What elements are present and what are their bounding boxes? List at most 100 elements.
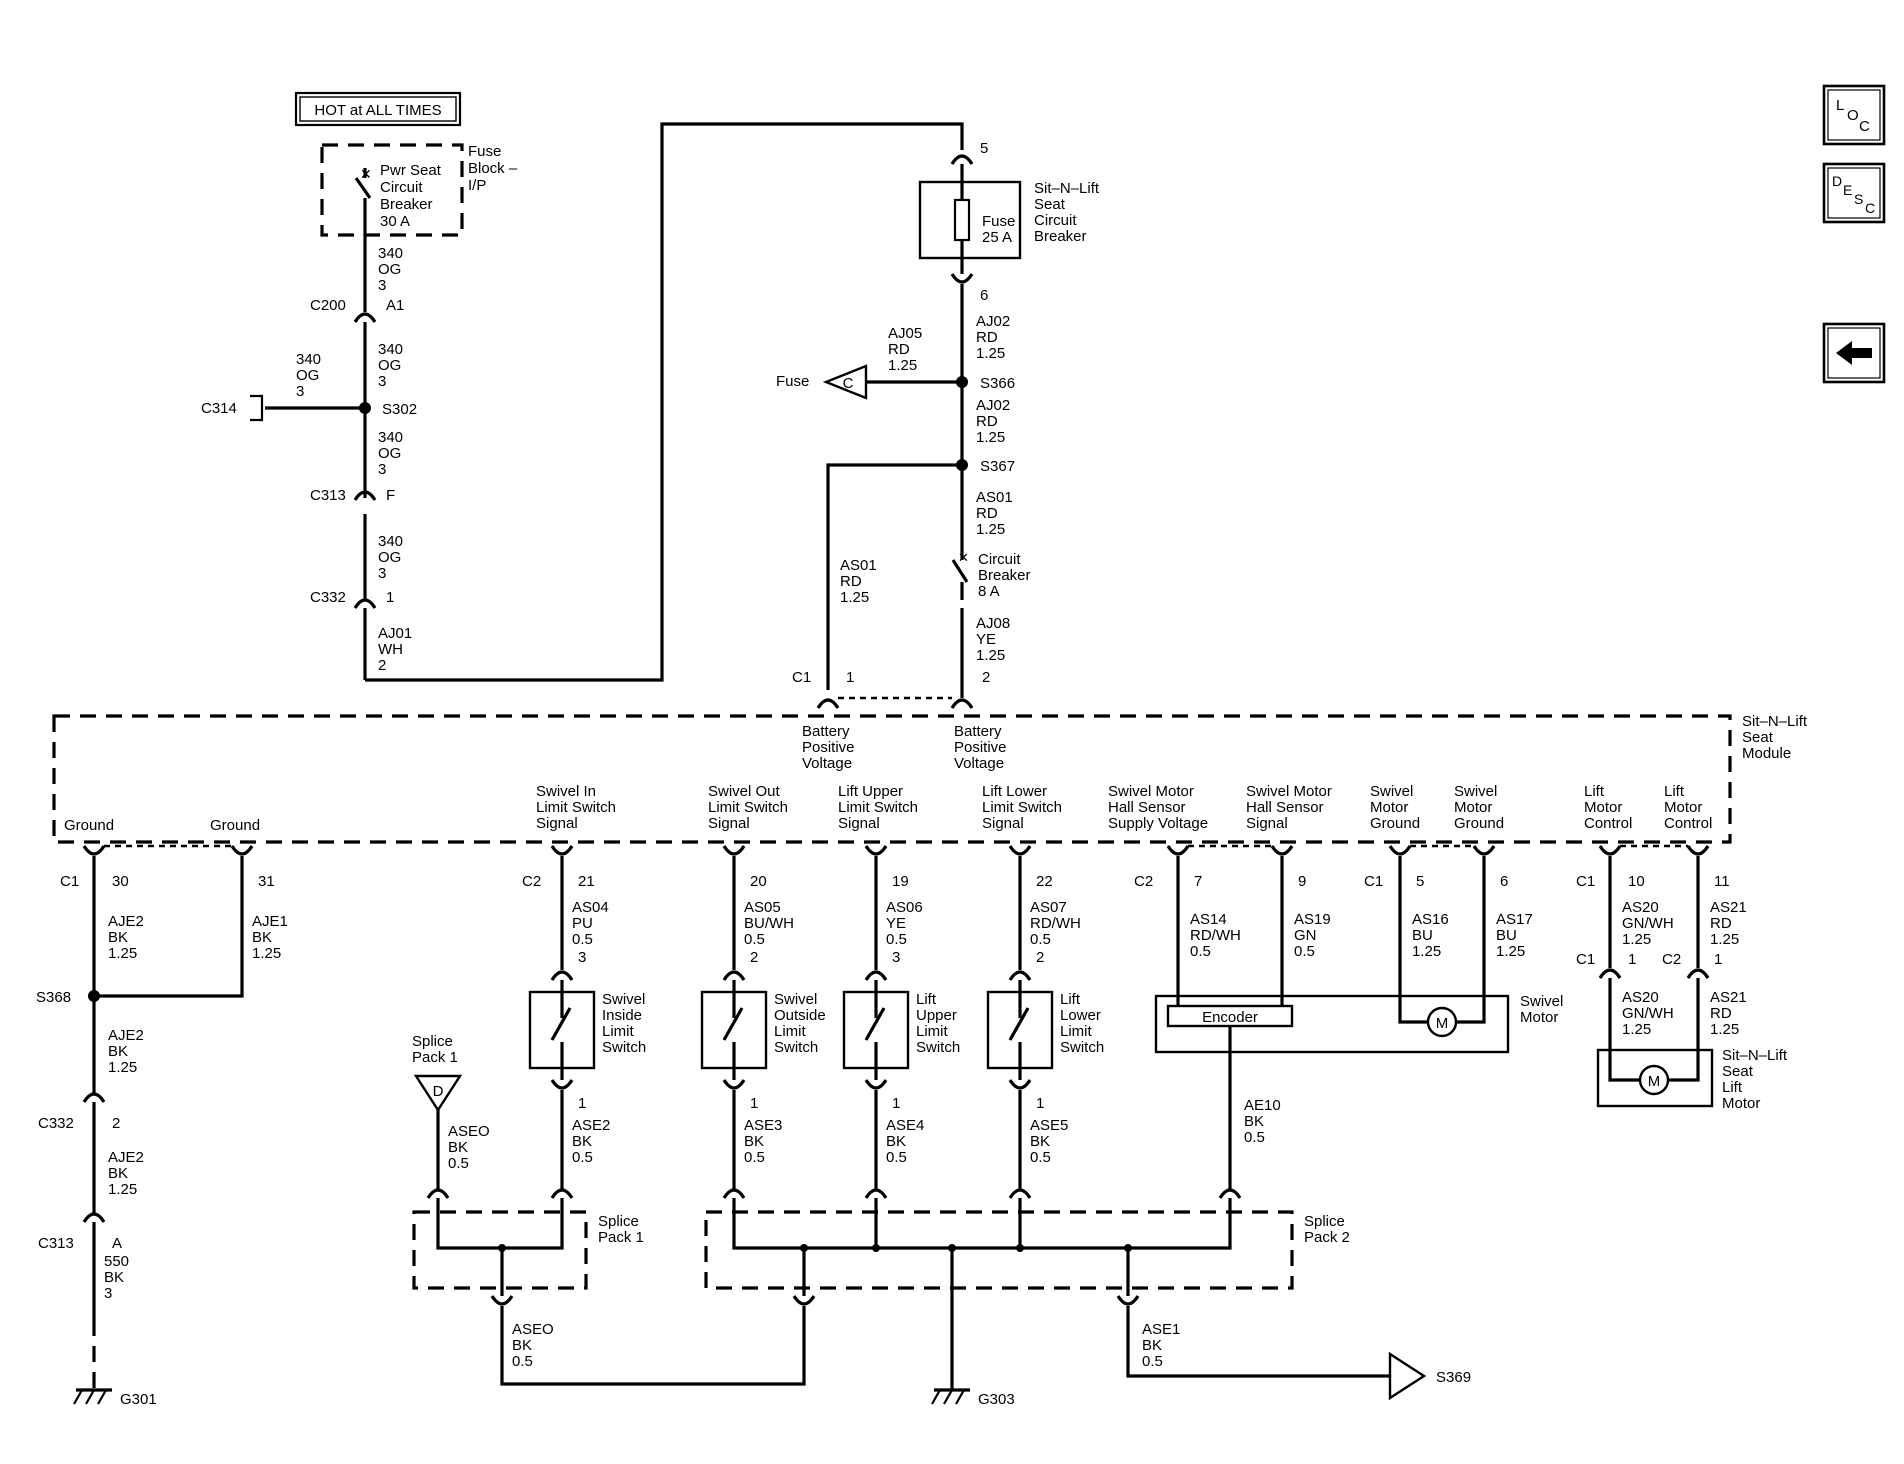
wire-aje1-1: AJE1 (252, 913, 288, 930)
splice-pack1-ref-1: Splice (412, 1033, 453, 1050)
desc-button[interactable]: D E S C (1822, 162, 1886, 224)
gnd-c332-label: C332 (38, 1115, 74, 1132)
wire-aj02-mid-3: 1.25 (976, 429, 1005, 446)
wire-aje2-a-1: AJE2 (108, 913, 144, 930)
sig-hall-signal-2: Hall Sensor (1246, 799, 1324, 816)
wire-ase1-2: BK (1142, 1337, 1162, 1354)
loc-letter-l: L (1836, 97, 1844, 114)
sw-out-name-1: Swivel (774, 991, 817, 1008)
splice-pack2-name-2: Pack 2 (1304, 1229, 1350, 1246)
wire-as16-3: 1.25 (1412, 943, 1441, 960)
module-name-2: Seat (1742, 729, 1774, 746)
sw-in-bot-pin: 1 (578, 1095, 586, 1112)
c313-pin: F (386, 487, 395, 504)
g301-label: G301 (120, 1391, 157, 1408)
wire-aseo-bottom (500, 1306, 806, 1386)
lift-motor-name-4: Motor (1722, 1095, 1760, 1112)
wire-as16-1: AS16 (1412, 911, 1449, 928)
wire-as14-2: RD/WH (1190, 927, 1241, 944)
s302-label: S302 (382, 401, 417, 418)
lu-wire-2: YE (886, 915, 906, 932)
sw-in-gnd-3: 0.5 (572, 1149, 593, 1166)
g301-ground-icon (73, 1388, 112, 1405)
lm-c1-bot: C1 (1576, 951, 1595, 968)
wire-340-a-2: OG (378, 261, 401, 278)
lift-motor-name-2: Seat (1722, 1063, 1754, 1080)
ll-gnd-1: ASE5 (1030, 1117, 1068, 1134)
module-name-3: Module (1742, 745, 1791, 762)
sw-out-gnd-1: ASE3 (744, 1117, 782, 1134)
swm-pin9: 9 (1298, 873, 1306, 890)
lm-c2-bot-pin: 1 (1714, 951, 1722, 968)
s368-label: S368 (36, 989, 71, 1006)
sig-swivel-out-3: Signal (708, 815, 750, 832)
wire-as01-right-1: AS01 (976, 489, 1013, 506)
wire-ase1-3: 0.5 (1142, 1353, 1163, 1370)
wire-aj05-2: RD (888, 341, 910, 358)
wire-as14-3: 0.5 (1190, 943, 1211, 960)
wire-as20-top-2: GN/WH (1622, 915, 1674, 932)
fuse-c-reference-arrow-icon (822, 364, 868, 400)
lift-upper-limit-switch: 19 AS06 YE 0.5 3 1 Lift Upper Limit Swit… (842, 856, 960, 1199)
sig-sw-ground2-1: Swivel (1454, 783, 1497, 800)
ll-top-pin: 2 (1036, 949, 1044, 966)
wire-340-b-3: 3 (378, 373, 386, 390)
wire-340-a-3: 3 (378, 277, 386, 294)
lm-pin11: 11 (1714, 873, 1730, 890)
sig-lift-ctrl2-1: Lift (1664, 783, 1685, 800)
desc-letter-d: D (1832, 173, 1842, 189)
wire-as20-bot-3: 1.25 (1622, 1021, 1651, 1038)
wire-as01-right-2: RD (976, 505, 998, 522)
wire-aje2-c-1: AJE2 (108, 1149, 144, 1166)
cb8a-label-3: 8 A (978, 583, 1000, 600)
wire-aseo-top-2: BK (448, 1139, 468, 1156)
fuse-25a-icon (953, 198, 971, 242)
fuse-25a-label-1: Fuse (982, 213, 1015, 230)
wire-550-1: 550 (104, 1253, 129, 1270)
sig-lift-lower-2: Limit Switch (982, 799, 1062, 816)
sw-out-gnd-2: BK (744, 1133, 764, 1150)
swivel-motor-box (1154, 994, 1510, 1054)
wire-aj02-top-1: AJ02 (976, 313, 1010, 330)
sig-lift-ctrl2-2: Motor (1664, 799, 1702, 816)
fuse-ref-letter: C (843, 375, 854, 392)
breaker-pin5-connector-icon (950, 154, 974, 165)
back-button[interactable] (1822, 322, 1886, 384)
wire-as01-left-2: RD (840, 573, 862, 590)
wire-aje2-a-2: BK (108, 929, 128, 946)
c332-pin: 1 (386, 589, 394, 606)
sig-sw-ground2-2: Motor (1454, 799, 1492, 816)
wire-aje2-c-2: BK (108, 1165, 128, 1182)
sw-out-gnd-3: 0.5 (744, 1149, 765, 1166)
fuse-block-label-2: Block – (468, 160, 518, 177)
g303-label: G303 (978, 1391, 1015, 1408)
wire-as17-2: BU (1496, 927, 1517, 944)
fuse-block-label-1: Fuse (468, 143, 501, 160)
batt1-line2: Positive (802, 739, 855, 756)
wire-aj02-top-2: RD (976, 329, 998, 346)
wire-as20-top-3: 1.25 (1622, 931, 1651, 948)
back-arrow-icon (1836, 341, 1872, 365)
sig-lift-ctrl1-2: Motor (1584, 799, 1622, 816)
sw-in-contact-icon (550, 1007, 572, 1041)
wire-as21-top-3: 1.25 (1710, 931, 1739, 948)
sw-out-wire-3: 0.5 (744, 931, 765, 948)
wire-aseo-bot-2: BK (512, 1337, 532, 1354)
batt2-line1: Battery (954, 723, 1002, 740)
batt1-line3: Voltage (802, 755, 852, 772)
c1-pin2-connector-icon (950, 698, 974, 709)
ll-gnd-3: 0.5 (1030, 1149, 1051, 1166)
sig-lift-upper-2: Limit Switch (838, 799, 918, 816)
swivel-motor-icon (1426, 1006, 1458, 1038)
loc-button[interactable]: L O C (1822, 84, 1886, 146)
lu-gnd-3: 0.5 (886, 1149, 907, 1166)
wire-aj01-1: AJ01 (378, 625, 412, 642)
wire-aje2-c-3: 1.25 (108, 1181, 137, 1198)
circuit-breaker-8a-icon (951, 559, 969, 583)
lu-name-4: Switch (916, 1039, 960, 1056)
wire-as21-bot-1: AS21 (1710, 989, 1747, 1006)
sig-lift-lower-1: Lift Lower (982, 783, 1047, 800)
cb8a-label-2: Breaker (978, 567, 1031, 584)
sitnlift-breaker-box (918, 180, 1022, 260)
lu-top-pin: 3 (892, 949, 900, 966)
